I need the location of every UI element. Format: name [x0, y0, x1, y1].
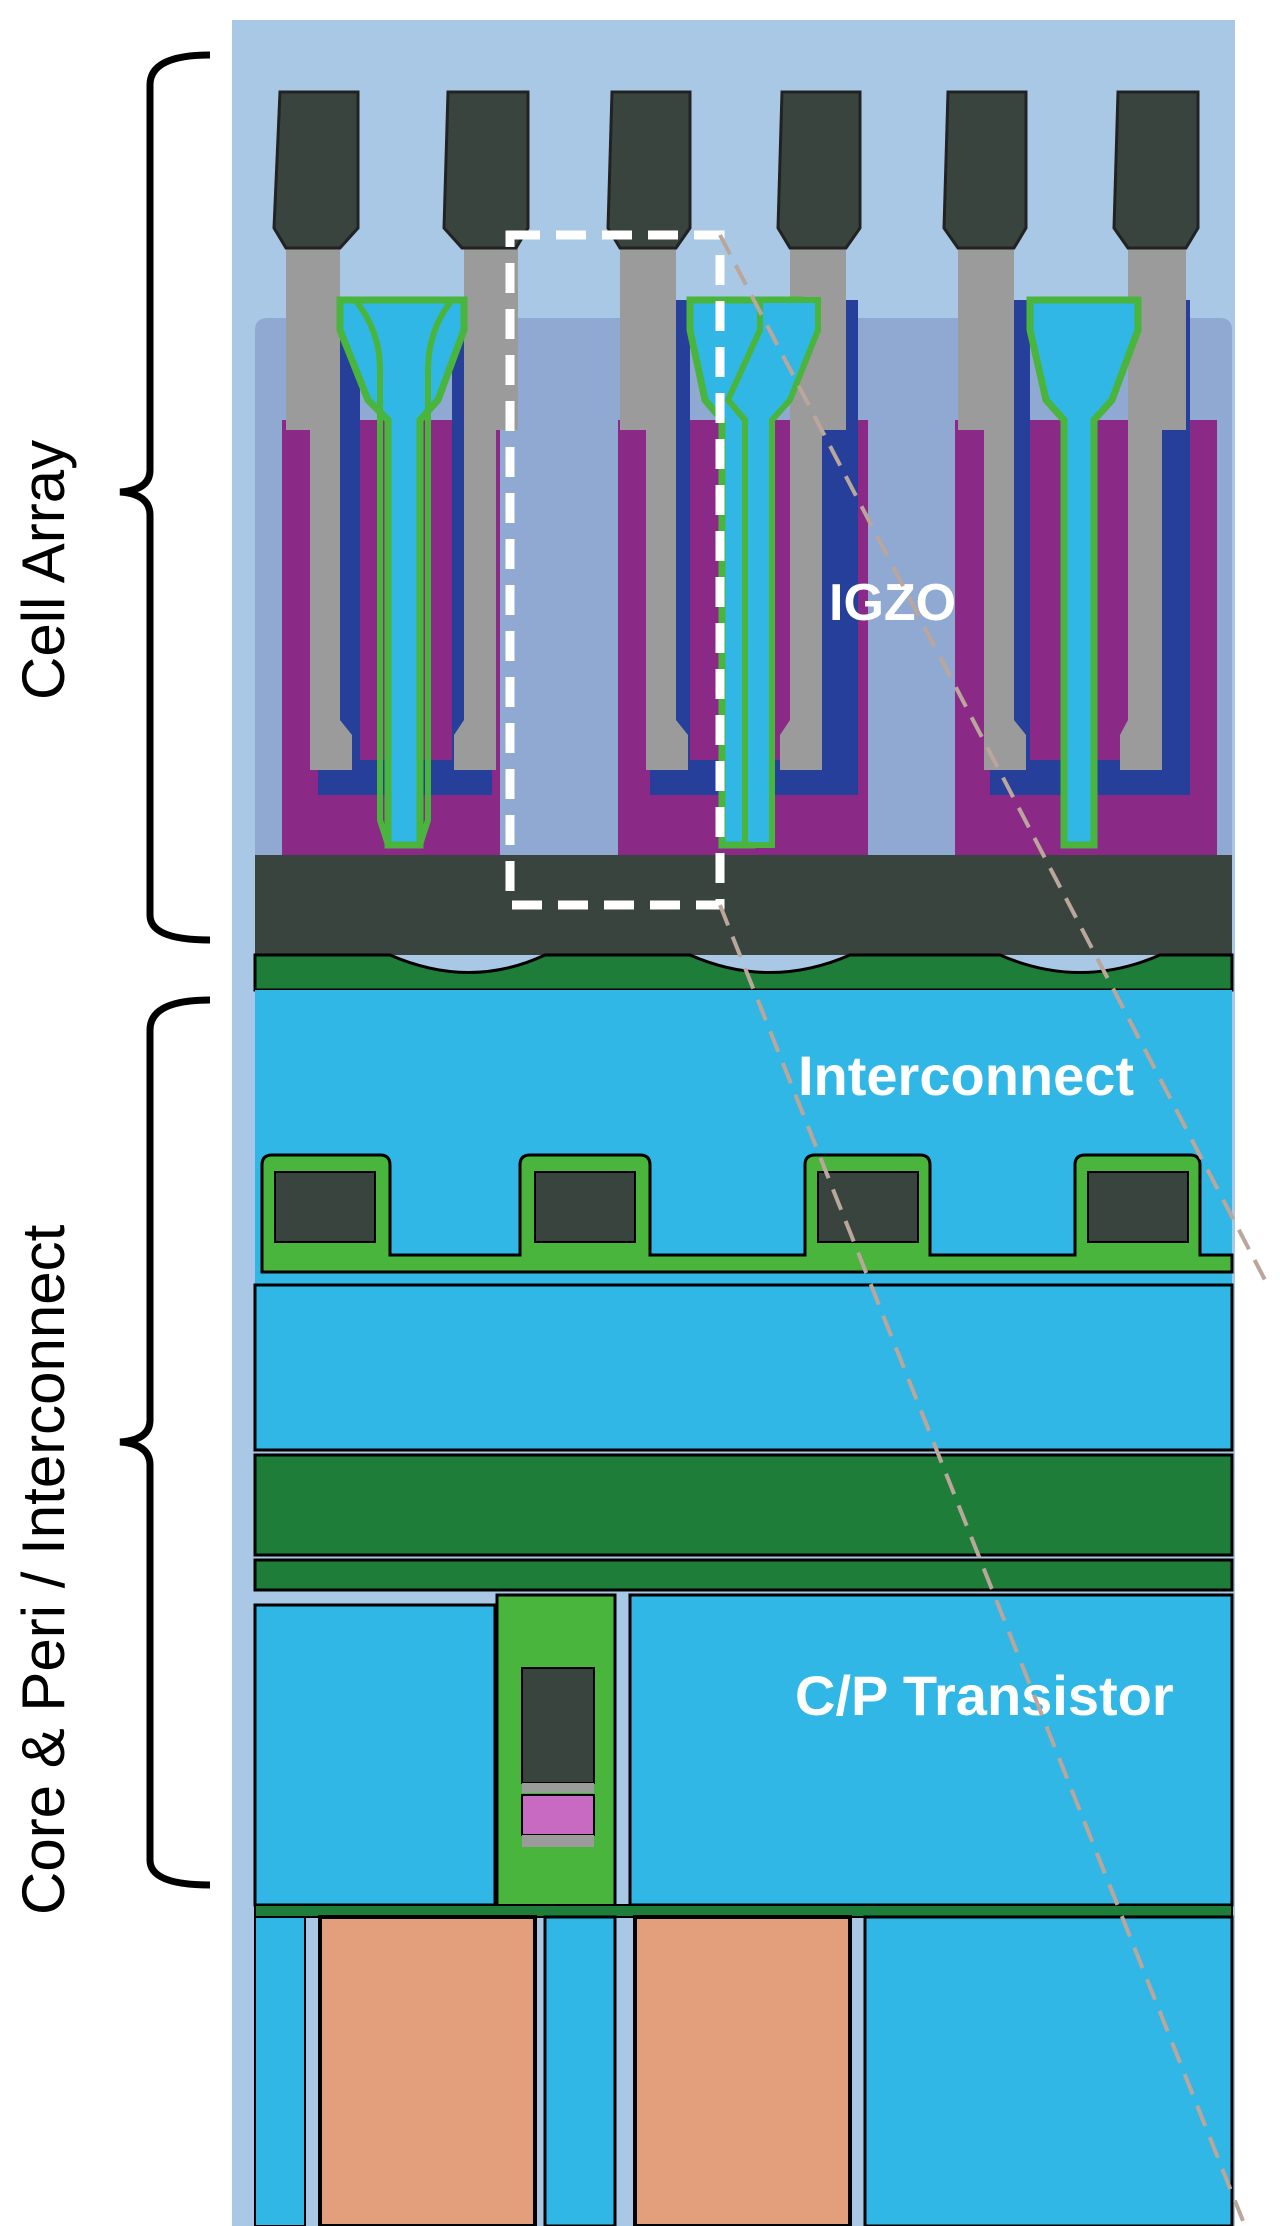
top-plugs: [272, 90, 1200, 250]
cell-unit-3: [955, 248, 1217, 855]
source-region: [318, 1915, 537, 2226]
plug-2: [442, 90, 530, 250]
zoom-guide-top: [718, 234, 1267, 1281]
gray-liner-left: [958, 248, 1026, 770]
transistor-dielectric-left: [253, 1603, 497, 1907]
interconnect-metal-lines: [260, 1153, 1234, 1274]
green-plate: [253, 1453, 1234, 1557]
metal-line-1: [274, 1171, 376, 1243]
interconnect-region: Interconnect: [253, 990, 1234, 1592]
green-thin-layer: [253, 1558, 1234, 1592]
gate-oxide: [521, 1794, 595, 1836]
cp-transistor-label: C/P Transistor: [795, 1664, 1174, 1727]
interconnect-dielectric: [255, 990, 1232, 1290]
transistor-dielectric-right: [628, 1593, 1234, 1907]
plug-3: [606, 90, 692, 250]
gate-bottom-liner: [522, 1835, 594, 1847]
base-wavy-boundary: [253, 953, 1234, 992]
cell-array-region: IGZO: [253, 90, 1234, 992]
cell-unit-1: [282, 248, 518, 855]
liner-green-outer: [352, 298, 391, 846]
igzo-label: IGZO: [829, 574, 956, 632]
gray-liner-left: [286, 248, 352, 770]
cell-array-label: Cell Array: [10, 440, 77, 700]
substrate-right: [863, 1915, 1234, 2226]
gate-metal: [521, 1667, 595, 1784]
interlayer-dielectric: [253, 1283, 1234, 1452]
plug-5: [942, 90, 1028, 250]
channel-region: [543, 1915, 617, 2226]
metal-line-2: [534, 1171, 636, 1243]
capacitor-fill: [1026, 296, 1142, 849]
gray-liner-left: [620, 248, 688, 770]
drain-region: [633, 1915, 852, 2226]
cp-transistor-region: C/P Transistor: [253, 1593, 1234, 2226]
gray-liner-right: [454, 248, 518, 770]
core-peri-label: Core & Peri / Interconnect: [10, 1224, 77, 1915]
bracket-cell-array: [119, 51, 211, 944]
capacitor-fill-right: [724, 297, 821, 848]
liner-green-outer-right: [417, 298, 455, 846]
plug-4: [776, 90, 862, 250]
metal-line-4: [1087, 1171, 1189, 1243]
cell-array-bracket: Cell Array: [10, 51, 211, 944]
substrate-left-well: [254, 1916, 306, 2226]
metal-line-3: [817, 1171, 919, 1243]
zoom-indicator: [505, 230, 1267, 2226]
plug-6: [1112, 90, 1200, 250]
metal-liner: [260, 1153, 1234, 1274]
gate-stack: [495, 1593, 617, 1912]
cell-unit-2: [618, 248, 868, 855]
gray-liner-right: [1120, 248, 1186, 770]
bracket-core-peri: [119, 996, 211, 1889]
interconnect-label: Interconnect: [798, 1044, 1134, 1107]
gate-liner: [522, 1783, 594, 1793]
core-peri-bracket: Core & Peri / Interconnect: [10, 996, 211, 1915]
plug-1: [272, 90, 360, 250]
